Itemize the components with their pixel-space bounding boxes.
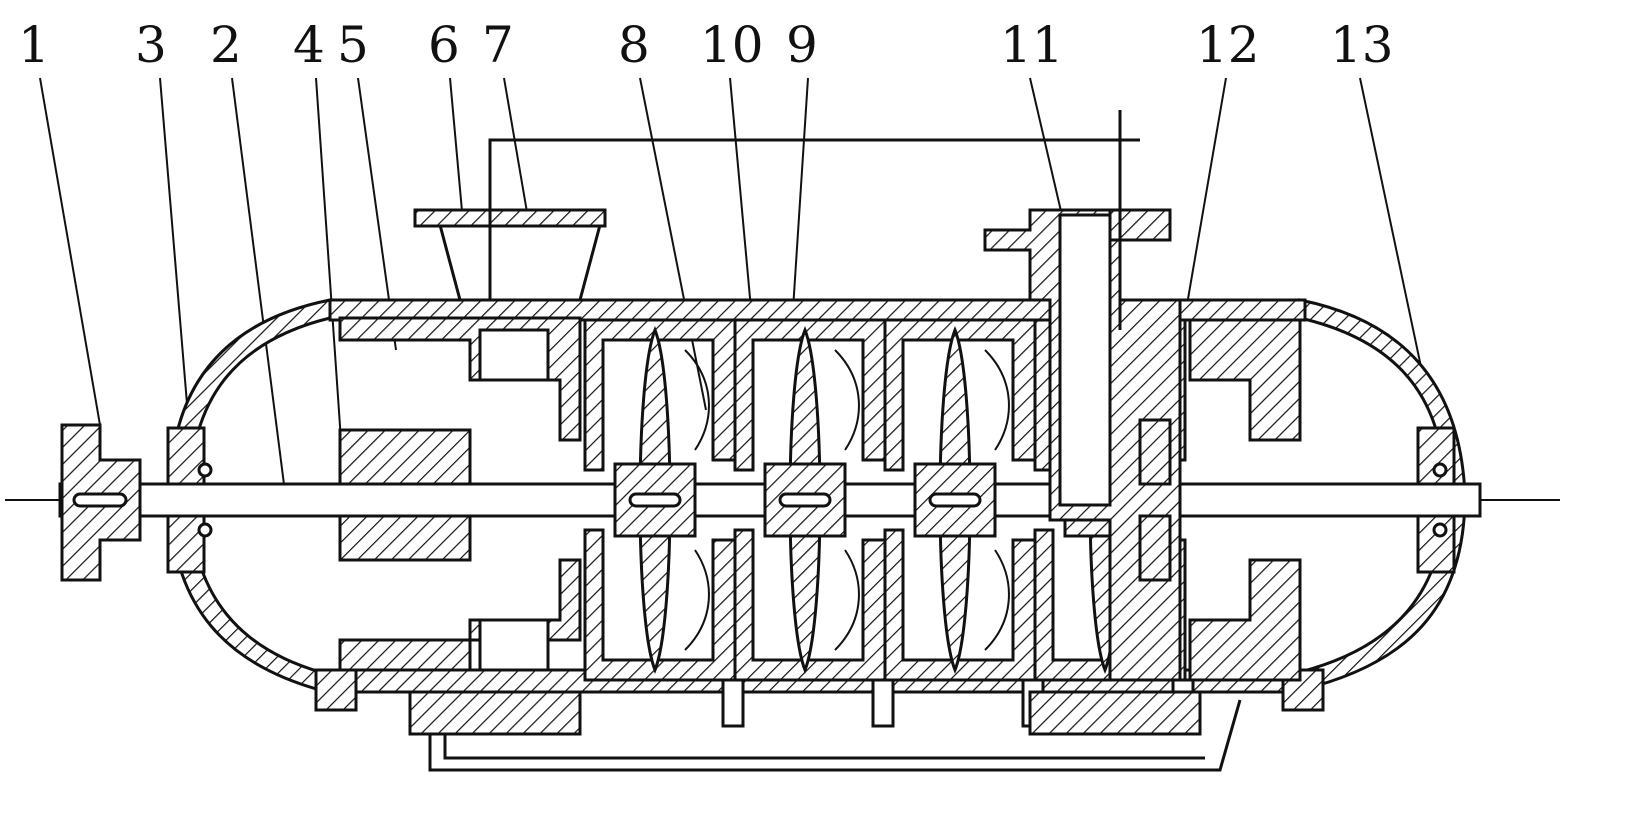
stuffing-box-lower (338, 514, 472, 562)
leader-line-7 (503, 77, 529, 219)
discharge-outlet (1058, 213, 1112, 507)
impeller-key (778, 492, 832, 508)
right-bearing-ball-lower (1432, 522, 1448, 538)
suction-section (338, 190, 607, 672)
inlet-nozzle (438, 223, 602, 302)
left-bearing-lower (166, 514, 206, 574)
left-foot (314, 668, 358, 712)
leader-line-4 (315, 77, 343, 456)
mounting-blocks (408, 690, 1202, 736)
tie-bolt (871, 678, 895, 728)
callout-label-11: 11 (1000, 16, 1064, 74)
end-bearings (166, 426, 1456, 574)
callout-label-13: 13 (1330, 16, 1394, 74)
stage-3 (883, 318, 1045, 728)
guide-vane-upper (684, 349, 710, 451)
leader-line-3 (159, 77, 191, 441)
stuffing-box-upper (338, 428, 472, 486)
top-balance-pipe (488, 138, 1140, 190)
leader-line-13 (1359, 77, 1429, 401)
coupling-key (72, 492, 128, 508)
suction-chamber-lower (478, 618, 550, 672)
callout-label-2: 2 (210, 16, 242, 74)
callout-label-1: 1 (18, 16, 50, 74)
callout-label-9: 9 (786, 16, 818, 74)
discharge-section (983, 208, 1302, 682)
leader-line-2 (231, 77, 287, 501)
balance-chamber-lower (1188, 558, 1302, 682)
left-bearing-ball-lower (197, 522, 213, 538)
callout-label-4: 4 (293, 16, 325, 74)
balance-chamber-upper (1188, 318, 1302, 442)
guide-vane-upper (834, 349, 860, 451)
coupling (60, 423, 142, 582)
stage-1 (583, 318, 745, 728)
callout-labels: 1 3 2 4 5 6 7 8 10 9 11 12 13 (18, 16, 1394, 74)
impeller-key (628, 492, 682, 508)
balance-disc-upper (1138, 418, 1172, 486)
callout-label-6: 6 (428, 16, 460, 74)
leader-line-10 (729, 77, 753, 321)
leader-line-9 (791, 77, 809, 326)
callout-label-12: 12 (1196, 16, 1260, 74)
leader-line-8 (639, 77, 707, 411)
guide-vane-lower (984, 549, 1010, 651)
leader-line-1 (39, 77, 101, 426)
right-bearing-ball-upper (1432, 462, 1448, 478)
stage-2 (733, 318, 895, 728)
guide-vane-lower (834, 549, 860, 651)
balance-disc-lower (1138, 514, 1172, 582)
callout-label-10: 10 (700, 16, 764, 74)
guide-vane-lower (684, 549, 710, 651)
callout-label-5: 5 (337, 16, 369, 74)
tie-bolt (721, 678, 745, 728)
callout-label-3: 3 (135, 16, 167, 74)
impeller-key (928, 492, 982, 508)
left-bearing-ball-upper (197, 462, 213, 478)
guide-vane-upper (984, 349, 1010, 451)
inlet-flange (413, 208, 607, 228)
suction-chamber-upper (478, 328, 550, 382)
callout-label-7: 7 (482, 16, 514, 74)
leader-lines (39, 77, 1429, 501)
suction-casing-lower (338, 558, 582, 672)
callout-label-8: 8 (618, 16, 650, 74)
left-bearing-upper (166, 426, 206, 486)
mounting-block-right (1028, 690, 1202, 736)
mounting-block-left (408, 690, 582, 736)
